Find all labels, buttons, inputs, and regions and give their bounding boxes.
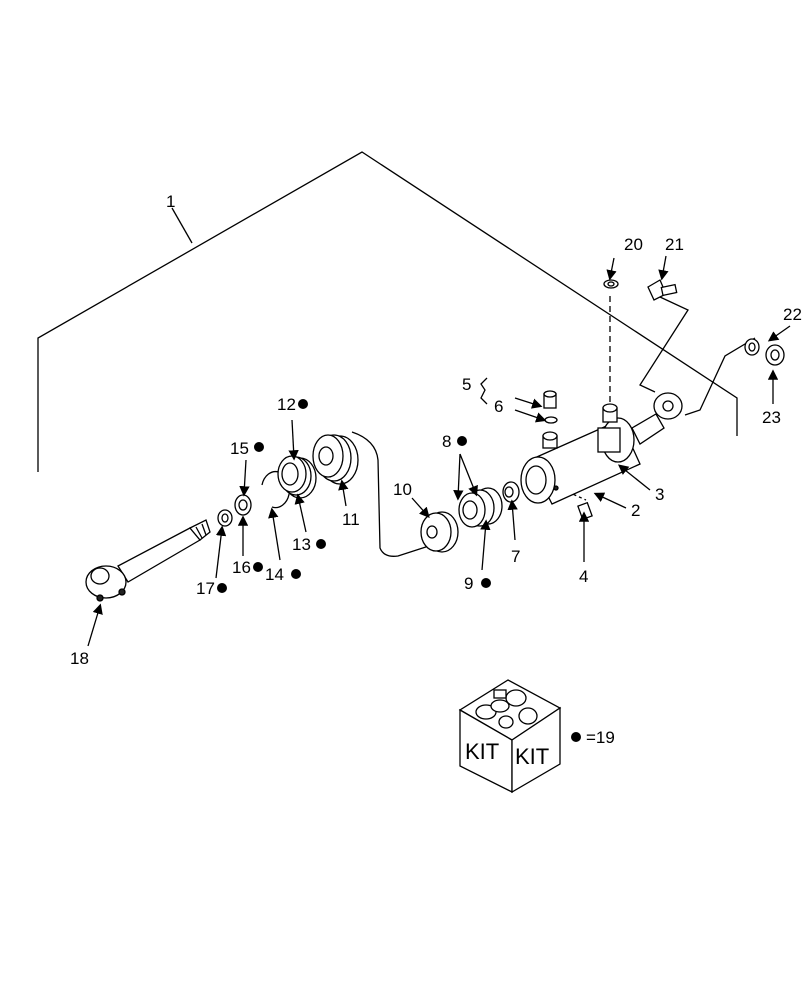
kit-label-left: KIT xyxy=(465,739,499,764)
part-labels: 1 2 3 4 5 6 7 8 9 10 11 12 13 14 15 16 1… xyxy=(70,192,802,668)
kit-dot-15 xyxy=(254,442,264,452)
kit-box: KIT KIT xyxy=(458,679,562,794)
kit-dot-9 xyxy=(481,578,491,588)
kit-dot-13 xyxy=(316,539,326,549)
kit-dot-17 xyxy=(217,583,227,593)
rod-nut xyxy=(217,509,233,527)
label-18: 18 xyxy=(70,649,89,668)
plug xyxy=(577,501,593,521)
label-8: 8 xyxy=(442,432,451,451)
label-11: 11 xyxy=(342,510,360,529)
kit-dot-12 xyxy=(298,399,308,409)
label-23: 23 xyxy=(762,408,781,427)
kit-dot-16 xyxy=(253,562,263,572)
seal-13 xyxy=(277,455,317,499)
piston-nut xyxy=(502,481,520,503)
label-2: 2 xyxy=(631,501,640,520)
piston-seal xyxy=(458,487,503,528)
nut-23 xyxy=(765,344,785,366)
kit-legend: =19 xyxy=(571,728,615,747)
kit-dot-8 xyxy=(457,436,467,446)
label-7: 7 xyxy=(511,547,520,566)
label-5: 5 xyxy=(462,375,471,394)
legend-dot xyxy=(571,732,581,742)
label-17: 17 xyxy=(196,579,215,598)
washer-20 xyxy=(603,279,619,289)
label-15: 15 xyxy=(230,439,249,458)
gland xyxy=(312,434,359,485)
label-6: 6 xyxy=(494,397,503,416)
label-14: 14 xyxy=(265,565,284,584)
label-4: 4 xyxy=(579,567,588,586)
kit-bracket xyxy=(37,151,738,472)
label-10: 10 xyxy=(393,480,412,499)
label-3: 3 xyxy=(655,485,664,504)
kit-dot-14 xyxy=(291,569,301,579)
bolt-21 xyxy=(647,279,678,301)
piston-rod xyxy=(85,519,211,602)
piston xyxy=(420,511,459,553)
bleed-screw xyxy=(543,390,558,424)
reference-lines xyxy=(351,296,756,557)
label-22: 22 xyxy=(783,305,802,324)
label-13: 13 xyxy=(292,535,311,554)
legend-text: =19 xyxy=(586,728,615,747)
cylinder-barrel xyxy=(520,392,683,505)
label-21: 21 xyxy=(665,235,684,254)
label-9: 9 xyxy=(464,574,473,593)
label-1: 1 xyxy=(166,192,175,211)
washer-22 xyxy=(744,338,760,356)
leader-arrows xyxy=(87,255,791,647)
label-12: 12 xyxy=(277,395,296,414)
rod-washer xyxy=(234,494,252,516)
label-20: 20 xyxy=(624,235,643,254)
kit-label-right: KIT xyxy=(515,744,549,769)
label-16: 16 xyxy=(232,558,251,577)
